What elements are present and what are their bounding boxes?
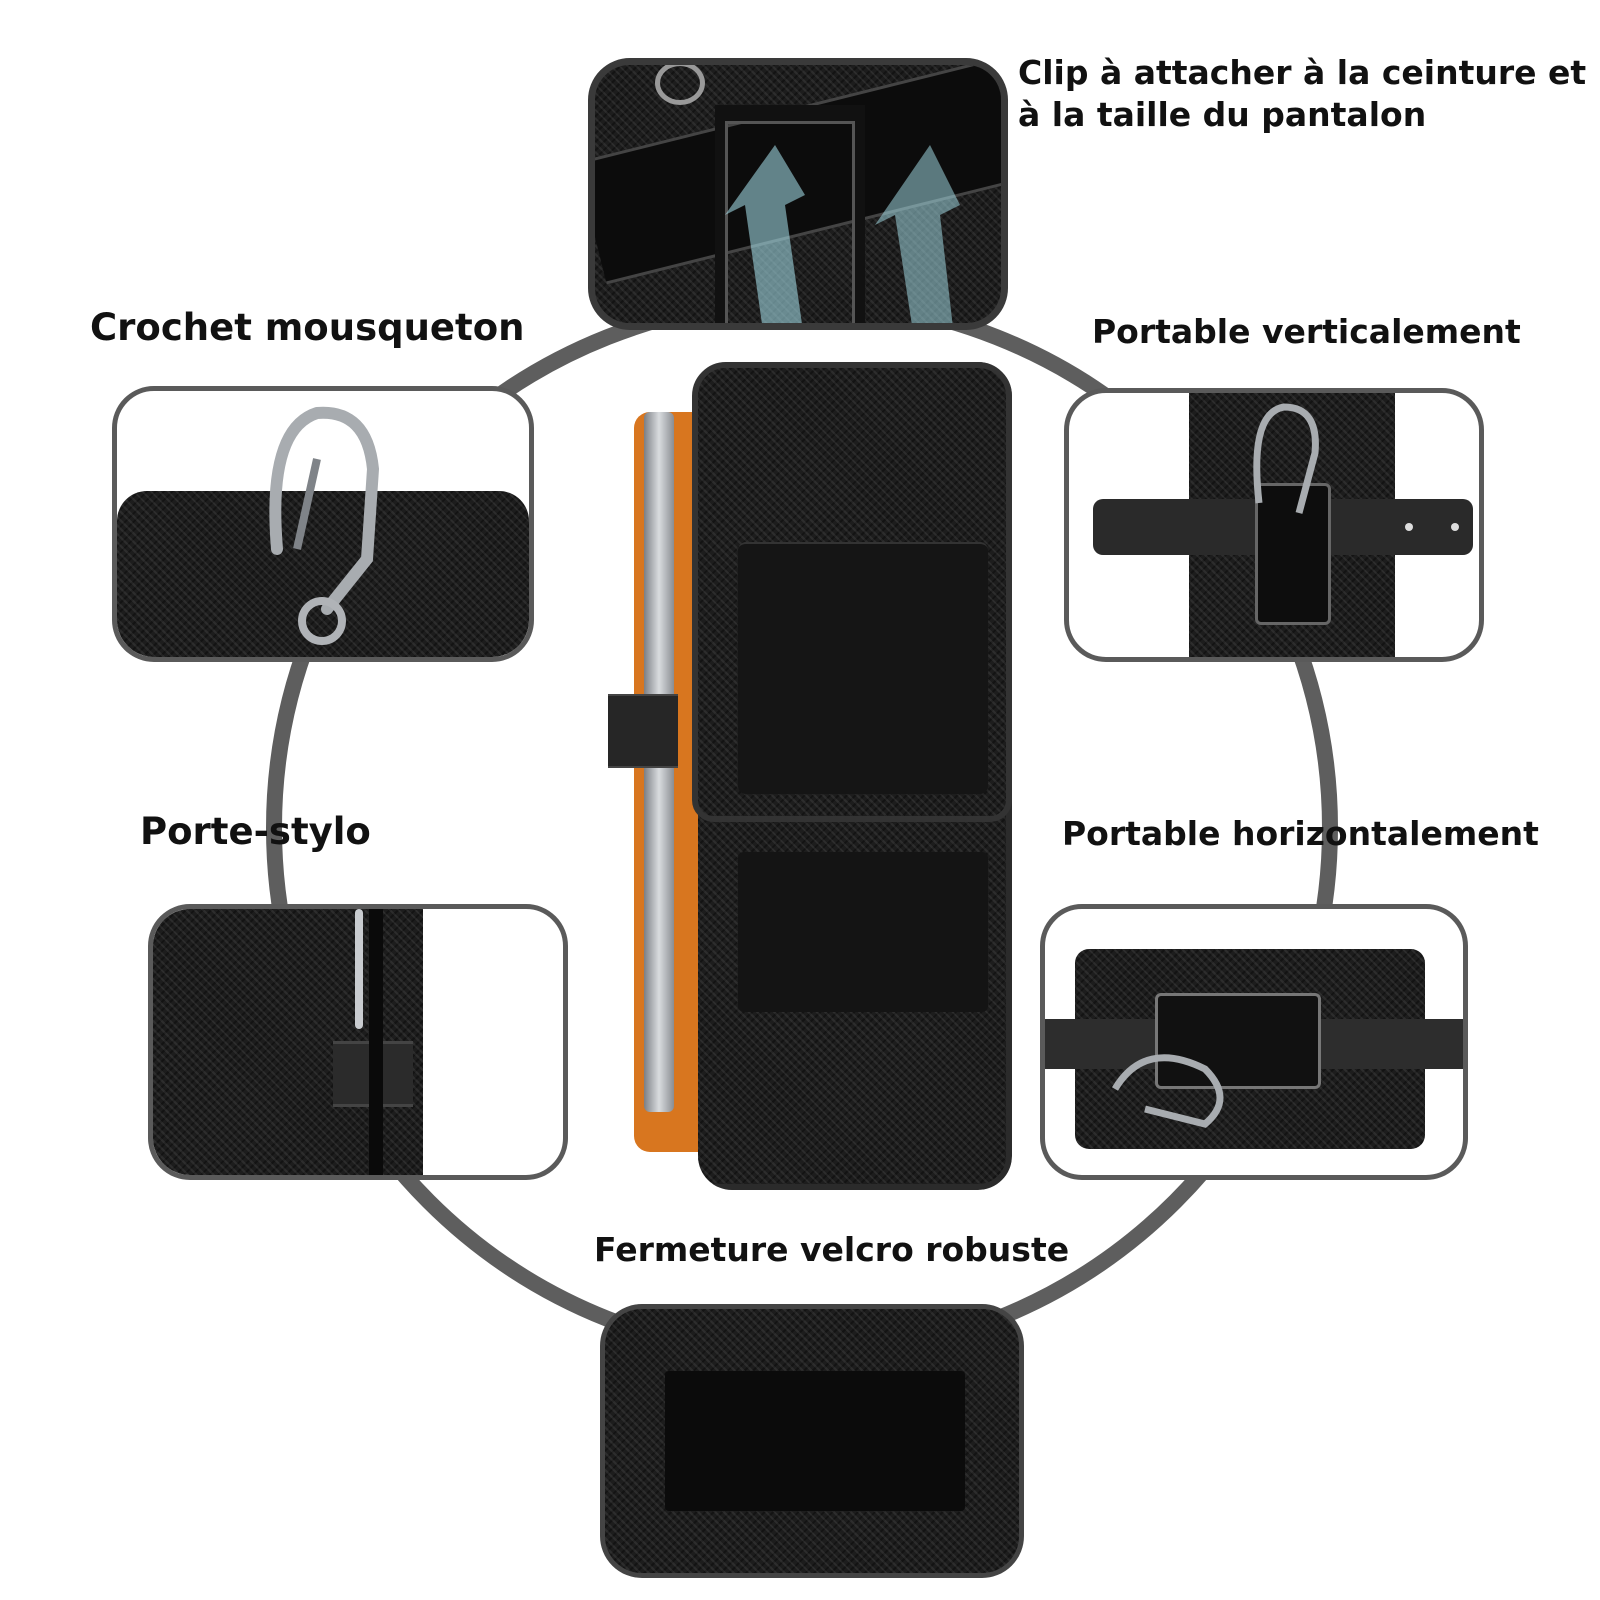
nylon-pouch-top <box>117 491 529 657</box>
pen-holder-photo <box>148 904 568 1180</box>
carabiner-hook-icon <box>269 406 380 645</box>
label-horizontal: Portable horizontalement <box>1062 814 1539 853</box>
lower-leather-panel <box>738 852 988 1012</box>
label-vertical: Portable verticalement <box>1092 312 1521 351</box>
label-pen-holder: Porte-stylo <box>140 810 371 853</box>
velcro-closure-photo <box>600 1304 1024 1578</box>
metal-clip <box>715 105 865 323</box>
label-velcro: Fermeture velcro robuste <box>594 1230 1070 1269</box>
carabiner-photo <box>112 386 534 662</box>
pen-barrel <box>369 909 383 1175</box>
belt-clip-plate <box>1255 483 1331 625</box>
leather-pocket <box>738 542 988 794</box>
velcro-strip <box>665 1371 965 1511</box>
belt-hole <box>1405 523 1413 531</box>
belt-clip-photo <box>588 58 1008 330</box>
carabiner-hook-icon <box>1253 403 1319 514</box>
carabiner-hook-icon <box>1111 1054 1224 1128</box>
label-belt-clip: Clip à attacher à la ceinture et à la ta… <box>1018 53 1587 134</box>
carabiner-ring <box>655 65 705 105</box>
pen-elastic-band <box>608 694 678 768</box>
pen-clip <box>355 909 363 1029</box>
vertical-wear-photo <box>1064 388 1484 662</box>
upward-arrow-icon <box>725 145 960 323</box>
belt-hole <box>1451 523 1459 531</box>
label-carabiner: Crochet mousqueton <box>90 306 525 349</box>
belt-clip-plate <box>1155 993 1321 1089</box>
horizontal-wear-photo <box>1040 904 1468 1180</box>
phone-holster <box>608 362 1012 1190</box>
